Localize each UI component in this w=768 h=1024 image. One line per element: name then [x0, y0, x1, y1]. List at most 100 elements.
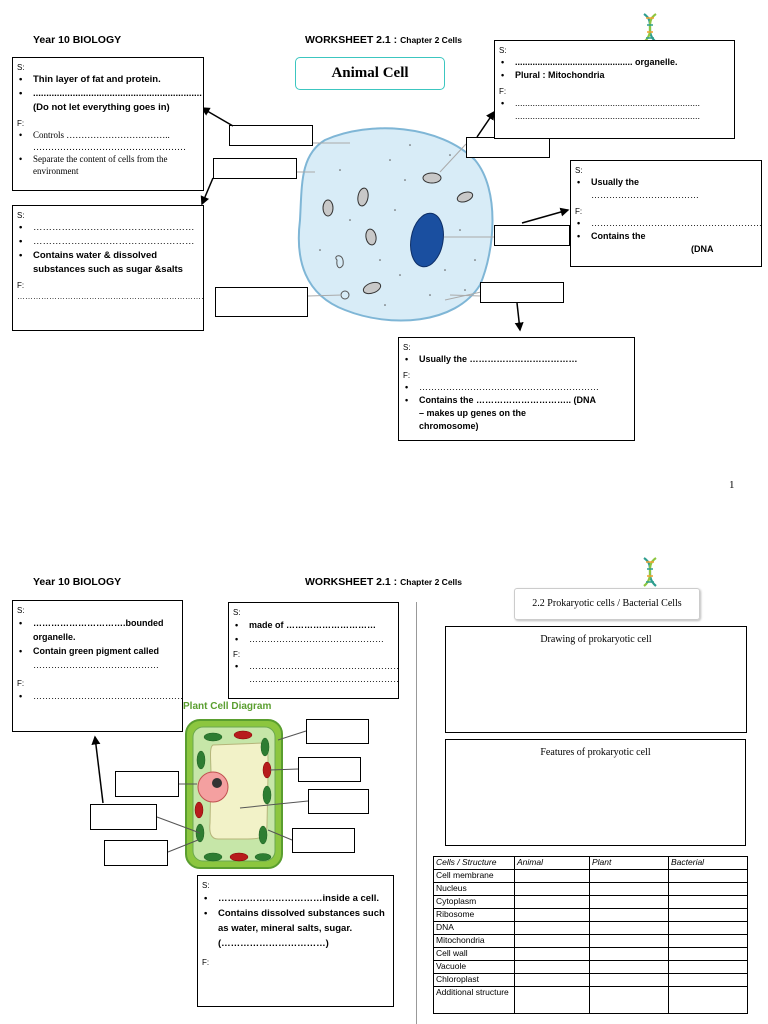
- label-box-plant-6[interactable]: [90, 804, 157, 830]
- table-row: Cell membrane: [433, 869, 748, 883]
- table-cell[interactable]: [589, 960, 669, 974]
- table-cell[interactable]: [589, 908, 669, 922]
- fill-line: ……………………………………………: [19, 221, 199, 235]
- bullet-text: ........................................…: [19, 87, 202, 115]
- animal-cell-title: Animal Cell: [295, 57, 445, 90]
- table-cell[interactable]: [514, 960, 590, 974]
- table-cell[interactable]: [668, 921, 748, 935]
- table-cell[interactable]: [514, 882, 590, 896]
- bullet-text: Separate the content of cells from the e…: [19, 153, 199, 177]
- structure-label: S:: [403, 343, 411, 352]
- table-cell[interactable]: [668, 895, 748, 909]
- table-cell[interactable]: [514, 986, 590, 1014]
- table-cell[interactable]: [589, 934, 669, 948]
- table-cell[interactable]: [668, 882, 748, 896]
- bullet-text: Contains the ………………………….. (DNA– makes up…: [405, 394, 630, 433]
- table-cell[interactable]: [514, 973, 590, 987]
- structure-label: S:: [17, 63, 25, 72]
- table-cell[interactable]: [514, 934, 590, 948]
- table-row: Cell wall: [433, 947, 748, 961]
- fill-line: ……………………………………………: [249, 661, 399, 671]
- table-cell[interactable]: [514, 895, 590, 909]
- table-cell[interactable]: [514, 947, 590, 961]
- label-box-cytoplasm[interactable]: [213, 158, 297, 179]
- function-label: F:: [403, 371, 411, 380]
- table-cell[interactable]: [514, 869, 590, 883]
- table-cell[interactable]: [668, 986, 748, 1014]
- function-label: F:: [575, 207, 583, 216]
- chapter-label: Chapter 2 Cells: [400, 35, 462, 45]
- page2-divider: [416, 602, 417, 1024]
- nucleus-info-box: S: Usually the……………………………… F: ……………………………: [570, 160, 762, 267]
- row-label: Ribosome: [433, 908, 515, 922]
- features-title: Features of prokaryotic cell: [540, 747, 651, 758]
- bullet-text: ........................................…: [501, 97, 730, 123]
- comparison-table: Cells / Structure Animal Plant Bacterial…: [433, 856, 748, 1014]
- table-cell[interactable]: [514, 908, 590, 922]
- table-header: Animal: [514, 856, 590, 870]
- features-box[interactable]: Features of prokaryotic cell: [445, 739, 746, 846]
- fill-line: ……………………………………………………………………..: [17, 292, 203, 301]
- fill-line: ……………………………………………: [249, 674, 399, 684]
- row-label: Cell wall: [433, 947, 515, 961]
- row-label: Chloroplast: [433, 973, 515, 987]
- label-box-plant-5[interactable]: [115, 771, 179, 797]
- table-cell[interactable]: [668, 934, 748, 948]
- table-cell[interactable]: [589, 882, 669, 896]
- table-row: Mitochondria: [433, 934, 748, 948]
- plant-cell-diagram: [185, 719, 283, 869]
- label-box-plant-7[interactable]: [104, 840, 168, 866]
- table-header: Cells / Structure: [433, 856, 515, 870]
- label-box-plant-3[interactable]: [308, 789, 369, 814]
- bullet-text: Usually the ………………………………: [405, 353, 630, 366]
- page2-header-left: Year 10 BIOLOGY: [33, 576, 122, 588]
- drawing-box[interactable]: Drawing of prokaryotic cell: [445, 626, 747, 733]
- fill-line: ……………………………………………: [19, 235, 199, 249]
- fill-line: ........................................…: [33, 88, 202, 99]
- table-cell[interactable]: [668, 908, 748, 922]
- label-box-plant-4[interactable]: [292, 828, 355, 853]
- bullet-text: Controls ……………………………..……………………………………………: [19, 129, 199, 153]
- bullet-text: Contain green pigment called…………………………………: [19, 644, 178, 672]
- label-box-mitochondria[interactable]: [466, 137, 550, 158]
- function-label: F:: [17, 679, 25, 688]
- ribosome-info-box: S: Usually the ……………………………… F: …………………………: [398, 337, 635, 441]
- structure-label: S:: [575, 166, 583, 175]
- label-box-membrane[interactable]: [229, 125, 313, 146]
- fill-line: ........................................…: [515, 98, 701, 108]
- mitochondria-info-box: S: .....................................…: [494, 40, 735, 139]
- cytoplasm-info-box: S: …………………………………………… …………………………………………… C…: [12, 205, 204, 331]
- bullet-line: Contains dissolved substances such as wa…: [218, 908, 385, 934]
- label-box-plant-2[interactable]: [298, 757, 361, 782]
- label-box-ribosome[interactable]: [215, 287, 308, 317]
- bullet-line: Controls ……………………………..: [33, 130, 170, 140]
- plant-cell-title: Plant Cell Diagram: [183, 701, 272, 712]
- table-cell[interactable]: [668, 960, 748, 974]
- cellwall-info-box: S: made of ………………………… ……………………………………… F:…: [228, 602, 399, 699]
- table-cell[interactable]: [589, 947, 669, 961]
- table-cell[interactable]: [668, 947, 748, 961]
- label-box-ribosome-2[interactable]: [480, 282, 564, 303]
- table-cell[interactable]: [668, 869, 748, 883]
- bullet-text: Usually the………………………………: [577, 176, 757, 202]
- table-cell[interactable]: [589, 986, 669, 1014]
- fill-line: (……………………………): [218, 938, 329, 949]
- table-header-row: Cells / Structure Animal Plant Bacterial: [433, 856, 748, 870]
- function-label: F:: [233, 650, 241, 659]
- table-cell[interactable]: [589, 973, 669, 987]
- table-cell[interactable]: [589, 869, 669, 883]
- bullet-text: ……………………………inside a cell.: [204, 891, 389, 906]
- table-cell[interactable]: [589, 895, 669, 909]
- table-cell[interactable]: [668, 973, 748, 987]
- label-box-plant-1[interactable]: [306, 719, 369, 744]
- bullet-text: Thin layer of fat and protein.: [19, 73, 199, 87]
- table-cell[interactable]: [589, 921, 669, 935]
- row-label: Mitochondria: [433, 934, 515, 948]
- bullet-continued: – makes up genes on the: [419, 408, 527, 418]
- table-cell[interactable]: [514, 921, 590, 935]
- drawing-title: Drawing of prokaryotic cell: [540, 634, 652, 645]
- label-box-nucleus[interactable]: [494, 225, 570, 246]
- table-row: Cytoplasm: [433, 895, 748, 909]
- bullet-continued: (Do not let everything goes in): [33, 102, 170, 113]
- page2-header-center: WORKSHEET 2.1 : Chapter 2 Cells: [305, 576, 462, 588]
